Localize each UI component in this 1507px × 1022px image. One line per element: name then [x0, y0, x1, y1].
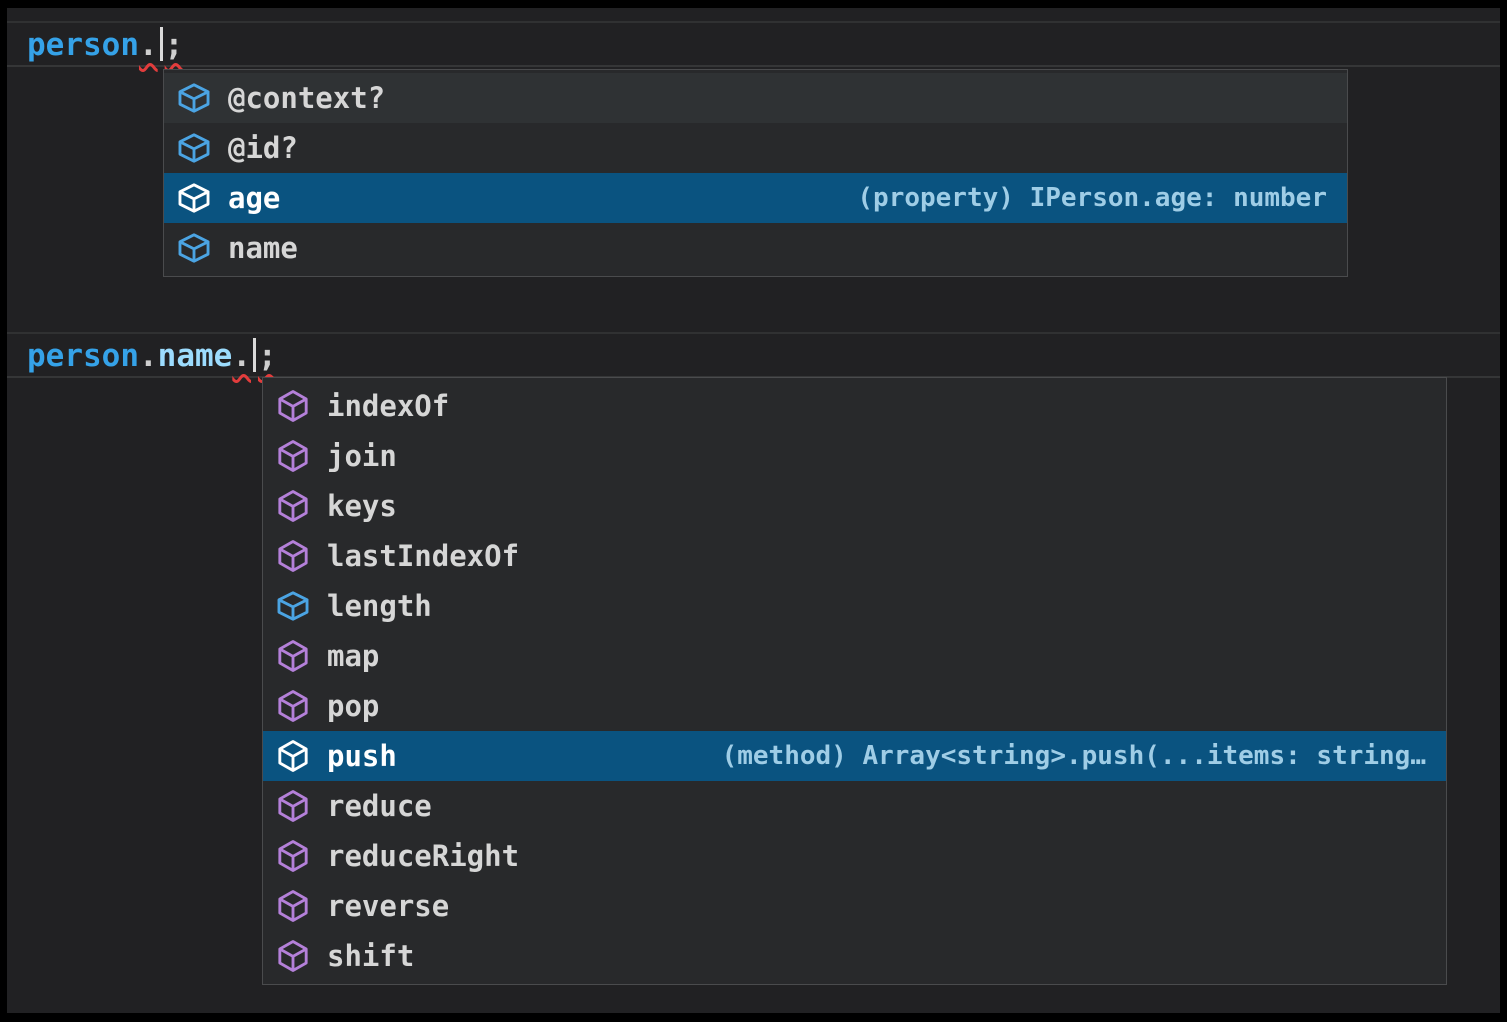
- suggest-item-label: map: [327, 639, 380, 673]
- symbol-field-icon: [277, 591, 309, 621]
- code-token: ;: [164, 27, 184, 63]
- suggest-item-label: length: [327, 589, 432, 623]
- suggest-item-label: @context?: [228, 81, 386, 115]
- code-token: .: [232, 338, 251, 374]
- suggest-item-label: join: [327, 439, 397, 473]
- symbol-method-icon: [278, 490, 308, 522]
- suggest-item[interactable]: shift: [263, 931, 1446, 981]
- suggest-item-label: reverse: [327, 889, 450, 923]
- code-token: person: [27, 338, 139, 374]
- symbol-method-icon: [278, 790, 308, 822]
- suggest-item-label: shift: [327, 939, 415, 973]
- symbol-method-icon: [278, 390, 308, 422]
- suggest-item-label: reduceRight: [327, 839, 520, 873]
- symbol-field-icon: [178, 133, 210, 163]
- code-line-1[interactable]: person.;: [27, 23, 183, 67]
- symbol-method-icon: [278, 890, 308, 922]
- suggest-item-label: reduce: [327, 789, 432, 823]
- suggest-item[interactable]: age (property) IPerson.age: number: [164, 173, 1347, 223]
- code-editor[interactable]: person.; person.name.; @context?@id?age(…: [7, 8, 1500, 1013]
- symbol-field-icon: [178, 183, 210, 213]
- symbol-method-icon: [278, 740, 308, 772]
- suggest-popup-1: @context? @id? age (property) IPerson.age: …: [163, 69, 1348, 277]
- suggest-item-label: pop: [327, 689, 380, 723]
- code-token: .: [138, 338, 158, 374]
- suggest-item[interactable]: reduceRight: [263, 831, 1446, 881]
- code-token: ;: [257, 338, 277, 374]
- suggest-item-label: lastIndexOf: [327, 539, 520, 573]
- current-line-highlight-1: [7, 21, 1500, 67]
- symbol-method-icon: [278, 840, 308, 872]
- symbol-method-icon: [278, 940, 308, 972]
- suggest-item[interactable]: reduce: [263, 781, 1446, 831]
- suggest-item-label: age: [228, 181, 281, 215]
- suggest-item[interactable]: reverse: [263, 881, 1446, 931]
- suggest-item[interactable]: @id?: [164, 123, 1347, 173]
- suggest-item[interactable]: name: [164, 223, 1347, 273]
- code-line-2[interactable]: person.name.;: [27, 334, 277, 378]
- suggest-popup-2: indexOf join keys lastIndexOf length map pop pu…: [262, 377, 1447, 985]
- suggest-item-label: keys: [327, 489, 397, 523]
- suggest-item-detail: (property) IPerson.age: number: [857, 183, 1327, 213]
- suggest-item[interactable]: join: [263, 431, 1446, 481]
- suggest-item-label: indexOf: [327, 389, 450, 423]
- suggest-item[interactable]: push (method) Array<string>.push(...items…: [263, 731, 1446, 781]
- suggest-item-label: name: [228, 231, 298, 265]
- symbol-field-icon: [178, 233, 210, 263]
- symbol-method-icon: [278, 540, 308, 572]
- symbol-field-icon: [178, 83, 210, 113]
- suggest-item[interactable]: length: [263, 581, 1446, 631]
- suggest-item-label: @id?: [228, 131, 298, 165]
- suggest-item-label: push: [327, 739, 397, 773]
- code-token: name: [157, 338, 233, 374]
- symbol-method-icon: [278, 440, 308, 472]
- text-cursor: [252, 337, 256, 372]
- suggest-item[interactable]: keys: [263, 481, 1446, 531]
- symbol-method-icon: [278, 690, 308, 722]
- suggest-item[interactable]: pop: [263, 681, 1446, 731]
- text-cursor: [159, 26, 163, 61]
- suggest-item[interactable]: lastIndexOf: [263, 531, 1446, 581]
- symbol-method-icon: [278, 640, 308, 672]
- suggest-item-detail: (method) Array<string>.push(...items: st…: [721, 741, 1426, 771]
- suggest-item[interactable]: @context?: [164, 73, 1347, 123]
- suggest-item[interactable]: indexOf: [263, 381, 1446, 431]
- code-token: person: [27, 27, 139, 63]
- suggest-item[interactable]: map: [263, 631, 1446, 681]
- code-token: .: [138, 27, 158, 63]
